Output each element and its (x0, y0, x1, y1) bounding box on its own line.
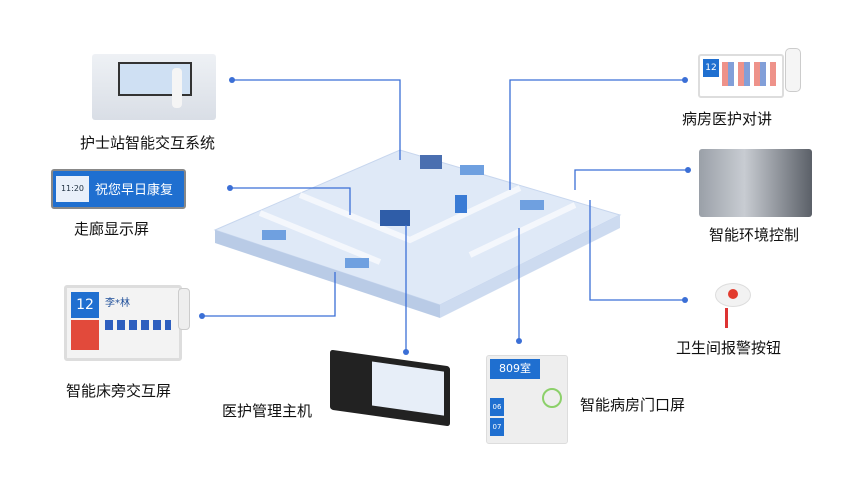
ward-floor-plan (213, 149, 622, 318)
bedside-bed-number: 12 (71, 292, 99, 318)
label-environment: 智能环境控制 (709, 226, 800, 244)
intercom-image: 12 (698, 54, 784, 98)
label-bedside: 智能床旁交互屏 (66, 382, 172, 400)
label-host: 医护管理主机 (222, 402, 313, 420)
environment-control-image (699, 149, 812, 217)
corridor-screen-image: 11:20 祝您早日康复 (51, 169, 186, 209)
bedside-patient-name: 李*林 (105, 298, 130, 309)
door-room-number: 809室 (490, 359, 540, 379)
alarm-button-image (715, 283, 751, 307)
door-bed-06: 06 (490, 398, 504, 416)
label-toilet: 卫生间报警按钮 (676, 339, 782, 357)
door-bed-07: 07 (490, 418, 504, 436)
alarm-cord (725, 308, 728, 328)
label-intercom: 病房医护对讲 (682, 110, 773, 128)
label-corridor: 走廊显示屏 (74, 220, 150, 238)
nurse-station-image (92, 54, 216, 120)
bedside-screen-image: 12 李*林 (64, 285, 182, 361)
intercom-handset (785, 48, 801, 92)
connector-dots (199, 77, 691, 355)
label-nurse-station: 护士站智能交互系统 (80, 134, 216, 152)
corridor-time: 11:20 (56, 176, 89, 202)
door-screen-image: 809室 06 07 (486, 355, 568, 444)
corridor-message: 祝您早日康复 (95, 183, 174, 198)
bedside-handset (178, 288, 190, 330)
intercom-bed-number: 12 (703, 59, 719, 77)
connector-lines (202, 79, 688, 352)
label-door: 智能病房门口屏 (580, 396, 686, 414)
